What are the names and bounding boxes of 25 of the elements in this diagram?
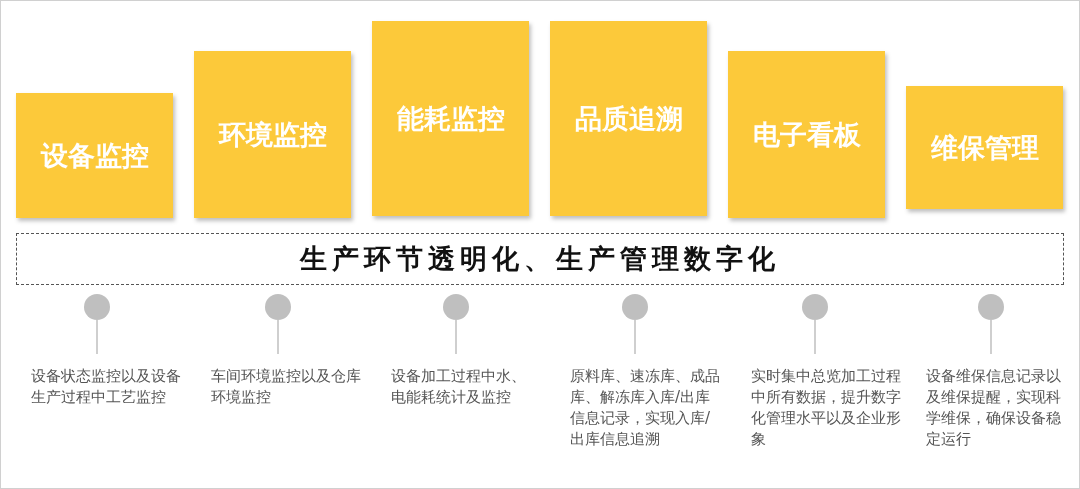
category-tile: 能耗监控 (372, 21, 529, 216)
connector-line (96, 319, 98, 355)
description-text: 设备维保信息记录以及维保提醒，实现科学维保，确保设备稳定运行 (926, 367, 1061, 448)
circle-marker (622, 294, 648, 320)
category-tile: 设备监控 (16, 93, 173, 218)
connector-line (277, 319, 279, 355)
connector-line (814, 319, 816, 355)
circle-marker (84, 294, 110, 320)
connector-line (990, 319, 992, 355)
circle-marker (802, 294, 828, 320)
category-tile: 电子看板 (728, 51, 885, 218)
circle-marker (978, 294, 1004, 320)
description-text: 设备状态监控以及设备生产过程中工艺监控 (31, 367, 181, 406)
category-tile: 维保管理 (906, 86, 1063, 209)
slogan-banner: 生产环节透明化、生产管理数字化 (16, 233, 1064, 285)
description-text: 设备加工过程中水、电能耗统计及监控 (391, 367, 526, 406)
connector-line (455, 319, 457, 355)
category-tile: 品质追溯 (550, 21, 707, 216)
connector-line (634, 319, 636, 355)
circle-marker (265, 294, 291, 320)
category-tile: 环境监控 (194, 51, 351, 218)
description-text: 原料库、速冻库、成品库、解冻库入库/出库信息记录，实现入库/出库信息追溯 (570, 367, 720, 448)
circle-marker (443, 294, 469, 320)
description-text: 车间环境监控以及仓库环境监控 (211, 367, 361, 406)
description-text: 实时集中总览加工过程中所有数据，提升数字化管理水平以及企业形象 (751, 367, 901, 448)
